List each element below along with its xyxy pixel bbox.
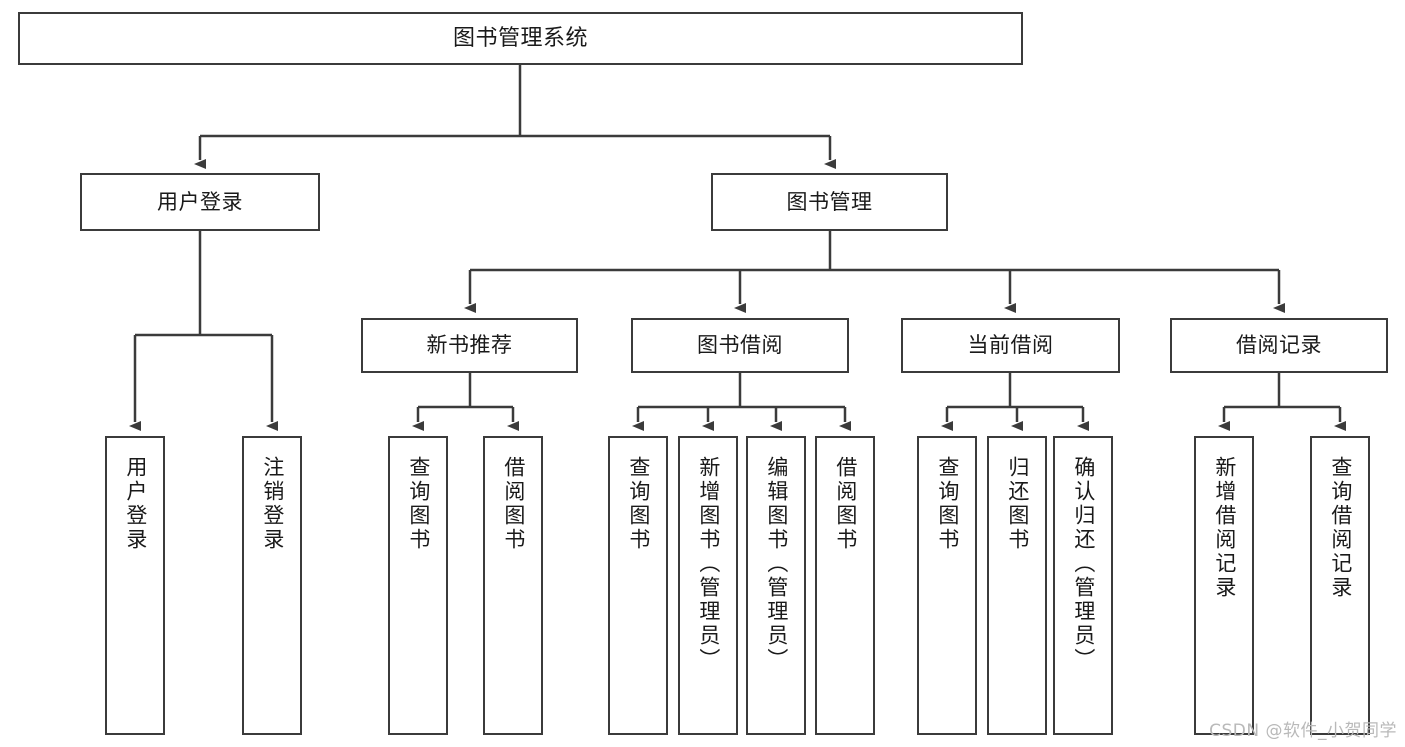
leaf-node[interactable]: 借阅图书 xyxy=(483,436,543,735)
node-new-book-recommend[interactable]: 新书推荐 xyxy=(361,318,578,373)
node-new-book-recommend-label: 新书推荐 xyxy=(426,333,513,358)
node-book-management-label: 图书管理 xyxy=(786,189,873,214)
node-borrow-record[interactable]: 借阅记录 xyxy=(1170,318,1388,373)
leaf-node[interactable]: 借阅图书 xyxy=(815,436,875,735)
leaf-node[interactable]: 查询图书 xyxy=(608,436,668,735)
leaf-node-label: 注销登录 xyxy=(260,456,285,552)
leaf-node-label: 用户登录 xyxy=(123,456,148,552)
node-book-borrow-label: 图书借阅 xyxy=(697,333,783,358)
leaf-node-label: 新增图书（管理员） xyxy=(696,456,721,672)
watermark: CSDN @软件_小贺同学 xyxy=(1209,721,1397,741)
leaf-node[interactable]: 确认归还（管理员） xyxy=(1053,436,1113,735)
node-user-login-label: 用户登录 xyxy=(157,189,243,214)
node-book-management[interactable]: 图书管理 xyxy=(711,173,948,231)
leaf-node-label: 查询借阅记录 xyxy=(1328,456,1353,600)
leaf-node-label: 编辑图书（管理员） xyxy=(764,456,789,672)
leaf-node-label: 查询图书 xyxy=(935,456,960,552)
leaf-node[interactable]: 新增借阅记录 xyxy=(1194,436,1254,735)
leaf-node-label: 查询图书 xyxy=(406,456,431,552)
leaf-node-label: 借阅图书 xyxy=(833,456,858,552)
leaf-node-label: 确认归还（管理员） xyxy=(1071,456,1096,672)
leaf-node[interactable]: 查询借阅记录 xyxy=(1310,436,1370,735)
node-borrow-record-label: 借阅记录 xyxy=(1236,333,1322,358)
leaf-node-label: 查询图书 xyxy=(626,456,651,552)
leaf-node-label: 借阅图书 xyxy=(501,456,526,552)
leaf-node-label: 新增借阅记录 xyxy=(1212,456,1237,600)
leaf-node[interactable]: 注销登录 xyxy=(242,436,302,735)
leaf-node[interactable]: 查询图书 xyxy=(388,436,448,735)
node-current-borrow[interactable]: 当前借阅 xyxy=(901,318,1120,373)
node-user-login[interactable]: 用户登录 xyxy=(80,173,320,231)
leaf-node[interactable]: 编辑图书（管理员） xyxy=(746,436,806,735)
leaf-node-label: 归还图书 xyxy=(1005,456,1030,552)
node-current-borrow-label: 当前借阅 xyxy=(967,333,1054,358)
node-root-label: 图书管理系统 xyxy=(452,25,588,51)
leaf-node[interactable]: 新增图书（管理员） xyxy=(678,436,738,735)
node-book-borrow[interactable]: 图书借阅 xyxy=(631,318,849,373)
leaf-node[interactable]: 归还图书 xyxy=(987,436,1047,735)
leaf-node[interactable]: 查询图书 xyxy=(917,436,977,735)
node-root[interactable]: 图书管理系统 xyxy=(18,12,1023,65)
leaf-node[interactable]: 用户登录 xyxy=(105,436,165,735)
